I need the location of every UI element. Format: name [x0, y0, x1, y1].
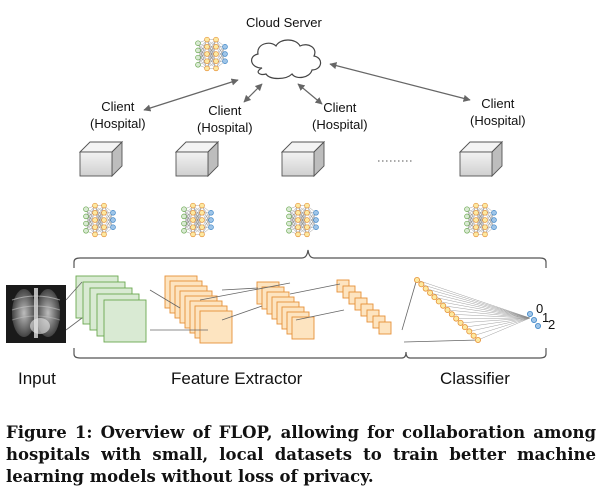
xray-input-image	[6, 285, 66, 343]
output-label-2: 2	[548, 317, 556, 332]
data-cube-4	[458, 140, 504, 178]
client-label-2: Client (Hospital)	[197, 103, 253, 136]
conv-block-green	[75, 275, 147, 343]
client-network-1	[83, 202, 116, 238]
conv-block-orange-1	[164, 275, 233, 344]
client-subtitle: (Hospital)	[470, 113, 526, 129]
feature-extractor-label: Feature Extractor	[171, 369, 303, 388]
client-subtitle: (Hospital)	[312, 117, 368, 133]
dense-layer-nodes	[413, 276, 531, 343]
conv-block-orange-2	[256, 281, 315, 340]
client-title: Client	[208, 103, 242, 118]
client-network-2	[181, 202, 214, 238]
arrow-client-3	[297, 83, 323, 105]
client-label-4: Client (Hospital)	[470, 96, 526, 129]
arrow-client-1	[143, 78, 239, 112]
arrow-client-2	[243, 83, 263, 103]
output-nodes	[527, 310, 542, 329]
client-label-1: Client (Hospital)	[90, 99, 146, 132]
arrow-client-4	[329, 62, 471, 102]
data-cube-1	[78, 140, 124, 178]
client-network-icons	[83, 202, 497, 238]
input-label: Input	[18, 369, 56, 388]
client-title: Client	[481, 96, 515, 111]
client-title: Client	[323, 100, 357, 115]
feature-extractor-layers	[65, 275, 479, 344]
top-brace	[73, 249, 547, 268]
client-title: Client	[101, 99, 135, 114]
client-label-3: Client (Hospital)	[312, 100, 368, 133]
figure-caption: Figure 1: Overview of FLOP, allowing for…	[6, 423, 596, 486]
data-cube-2	[174, 140, 220, 178]
client-data-cubes	[78, 140, 504, 178]
output-label-0: 0	[536, 301, 544, 316]
data-cube-3	[280, 140, 326, 178]
cloud-server-label: Cloud Server	[246, 15, 322, 30]
client-network-4	[464, 202, 497, 238]
classifier-layers	[413, 276, 542, 343]
conv-block-orange-3	[336, 279, 392, 335]
layer-connectors	[65, 281, 479, 343]
client-subtitle: (Hospital)	[90, 116, 146, 132]
client-subtitle: (Hospital)	[197, 120, 253, 136]
output-label-1: 1	[542, 310, 550, 325]
sync-arrows	[143, 62, 471, 112]
client-network-3	[286, 202, 319, 238]
server-network	[195, 36, 228, 72]
bottom-brace	[73, 348, 547, 359]
classifier-label: Classifier	[440, 369, 510, 388]
cloud-icon	[251, 39, 322, 80]
flop-overview-figure	[6, 36, 547, 359]
server-network-icon	[195, 36, 228, 72]
